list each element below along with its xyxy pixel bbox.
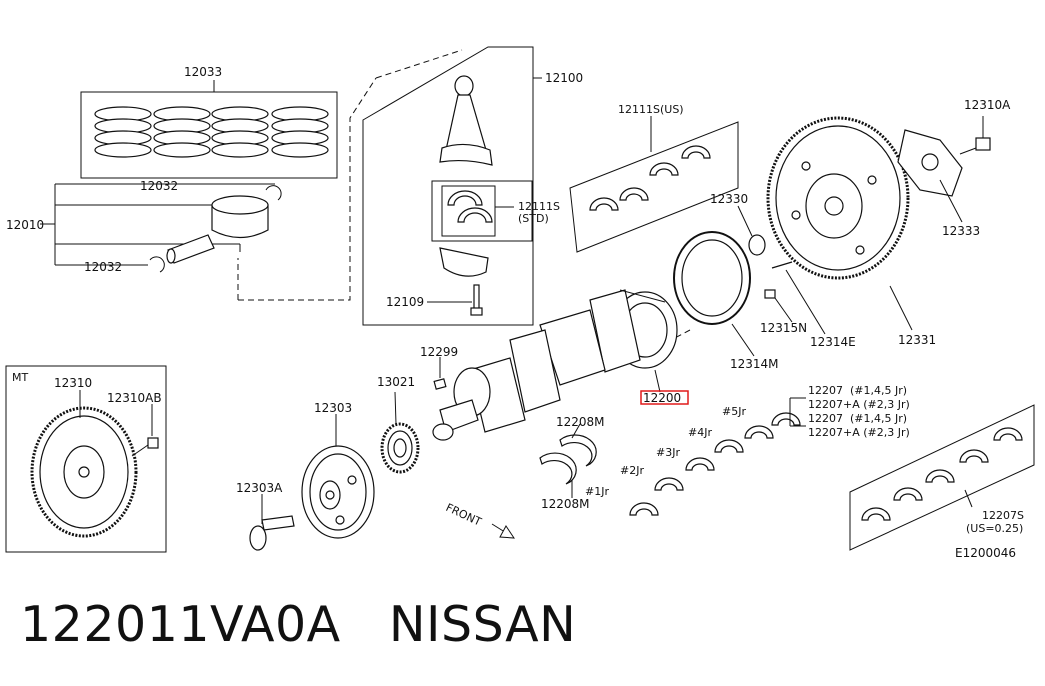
dashed-guide	[237, 49, 463, 301]
label-12033: 12033	[184, 65, 222, 79]
label-12010: 12010	[6, 218, 44, 232]
label-13021: 13021	[377, 375, 415, 389]
thrust-washers	[539, 423, 597, 498]
reinforcement-plate	[897, 129, 963, 197]
us-bearing-group	[569, 116, 739, 253]
label-12333: 12333	[942, 224, 980, 238]
label-12207-2: 12207+A (#2,3 Jr)	[808, 398, 910, 411]
main-bearings	[629, 397, 806, 516]
label-us-025: (US=0.25)	[966, 522, 1023, 535]
connecting-rod	[439, 75, 493, 166]
us-main-bearing-group	[849, 404, 1035, 551]
woodruff-key	[433, 357, 447, 390]
label-jr3: #3Jr	[656, 446, 680, 459]
connecting-rod-group	[362, 46, 542, 326]
label-mt: MT	[12, 371, 28, 384]
ring-set	[94, 106, 329, 158]
label-jr5: #5Jr	[722, 405, 746, 418]
crankshaft	[432, 289, 678, 441]
label-12314m: 12314M	[730, 357, 779, 371]
label-12207-3: 12207 (#1,4,5 Jr)	[808, 412, 907, 425]
label-12109: 12109	[386, 295, 424, 309]
bolt-12310a	[959, 116, 991, 155]
label-12310: 12310	[54, 376, 92, 390]
part-number-caption: 122011VA0A NISSAN	[20, 596, 577, 653]
label-12310ab: 12310AB	[107, 391, 162, 405]
piston-rings-group	[80, 80, 338, 179]
rod-bearing	[447, 190, 493, 223]
diagram-code: E1200046	[955, 546, 1016, 560]
highlight-box	[640, 390, 689, 405]
label-12111s-us: 12111S(US)	[618, 103, 684, 116]
label-12032-a: 12032	[140, 179, 178, 193]
sprocket	[380, 391, 420, 474]
rod-cap	[439, 247, 489, 316]
label-12207-4: 12207+A (#2,3 Jr)	[808, 426, 910, 439]
label-12303: 12303	[314, 401, 352, 415]
label-12208m-a: 12208M	[556, 415, 605, 429]
front-arrow	[491, 523, 515, 539]
label-12100: 12100	[545, 71, 583, 85]
label-12331: 12331	[898, 333, 936, 347]
label-12330: 12330	[710, 192, 748, 206]
label-12303a: 12303A	[236, 481, 283, 495]
label-jr2: #2Jr	[620, 464, 644, 477]
label-12111s-std: 12111S	[518, 200, 560, 213]
crank-pulley	[301, 414, 375, 539]
label-12310a: 12310A	[964, 98, 1011, 112]
label-12208m-b: 12208M	[541, 497, 590, 511]
mt-flywheel-group	[5, 365, 167, 553]
label-12314e: 12314E	[810, 335, 856, 349]
label-12200: 12200	[643, 391, 681, 405]
label-12299: 12299	[420, 345, 458, 359]
label-jr1: #1Jr	[585, 485, 609, 498]
callout-labels: 12033 12032 12010 12032 12100 12111S (ST…	[6, 65, 1024, 560]
label-12207s: 12207S	[982, 509, 1024, 522]
label-std: (STD)	[518, 212, 549, 225]
piston-group	[40, 183, 282, 273]
label-12315n: 12315N	[760, 321, 807, 335]
label-12032-b: 12032	[84, 260, 122, 274]
label-12207-1: 12207 (#1,4,5 Jr)	[808, 384, 907, 397]
label-front: FRONT	[444, 501, 484, 529]
label-jr4: #4Jr	[688, 426, 712, 439]
drive-plate-group	[766, 116, 991, 331]
pulley-bolt	[249, 494, 295, 551]
